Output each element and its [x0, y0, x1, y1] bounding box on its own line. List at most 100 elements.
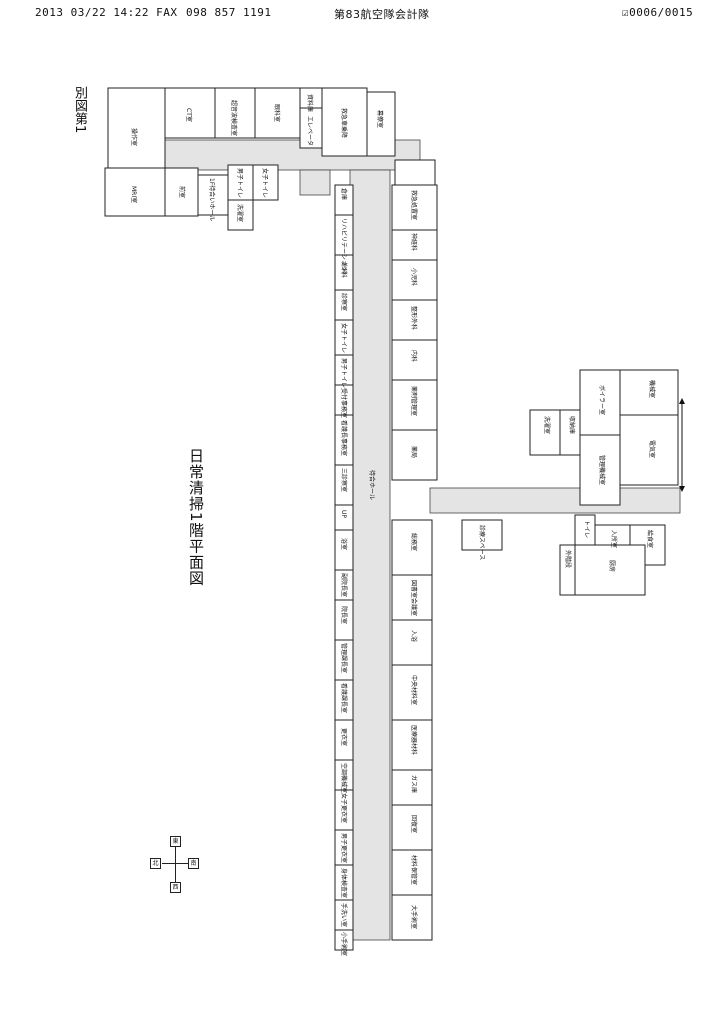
label-nyuhin: 入浴 — [410, 630, 418, 642]
label-kuuchou: 空調機械室 — [340, 763, 348, 793]
attachment-label: 別図第1 — [72, 86, 87, 134]
label-chuo-zairyo: 中央材料室 — [410, 675, 418, 705]
label-kankoshitsu: 幕僚室 — [376, 110, 384, 128]
room-kyukyu-machi — [321, 87, 368, 157]
label-yakuzai-kanri: 薬剤管理室 — [410, 386, 418, 416]
corridor-east — [429, 487, 681, 514]
compass-east: 東 — [170, 836, 181, 847]
label-otoko-koi: 男子更衣室 — [340, 833, 348, 863]
label-zenshitsu: 前室 — [178, 186, 186, 198]
label-tearai: 手洗い室 — [340, 903, 348, 927]
label-shujutsu-kanri: 材料保管室 — [410, 855, 418, 885]
fax-number: 098 857 1191 — [186, 6, 272, 19]
room-denki — [619, 414, 679, 486]
fax-page: ☑0006/0015 — [622, 6, 694, 19]
arrow-head-up — [679, 398, 685, 404]
label-kansetsu: 受付事務室 — [340, 388, 348, 418]
room-sosa — [107, 87, 166, 169]
label-kanri-jimu: 管理課長室 — [340, 643, 348, 673]
label-kyukyu-machi: 救急車乗降 — [340, 108, 348, 138]
label-up2: UP — [340, 510, 347, 518]
room-chubo — [574, 544, 646, 596]
room-sentaku — [227, 199, 254, 231]
room-tosho — [391, 574, 433, 621]
label-kohaiki: 機械室 — [648, 380, 656, 398]
label-machiai-hall-top: 1F待合いホール — [208, 178, 216, 221]
room-otoko-toilet-top — [227, 164, 254, 201]
room-senpuku — [529, 409, 561, 456]
room-machiai-hall-top — [197, 174, 229, 216]
label-toire-s: トイレ — [583, 520, 590, 538]
label-shintai: 身体検査室 — [340, 868, 348, 898]
compass: 東 北 南 西 — [150, 836, 200, 900]
label-kinkyu: 給食室 — [646, 530, 654, 548]
label-uketsuke: 総務室 — [410, 533, 418, 551]
room-ko-shujutsu — [334, 929, 354, 951]
room-shinkei — [391, 229, 438, 261]
label-kaifuku: 回復室 — [410, 815, 418, 833]
label-sentaku: 洗濯室 — [236, 204, 244, 222]
label-geka: 外科 — [340, 262, 348, 274]
room-kaifuku — [391, 804, 433, 851]
room-shujutsu-kanri — [391, 849, 433, 896]
label-kango-kacho: 看護課長室 — [340, 683, 348, 713]
label-kanri-kiki: 管理機械室 — [598, 455, 606, 485]
label-choonpa: 超音波検査室 — [230, 100, 238, 136]
label-ct: CT室 — [185, 108, 193, 122]
room-ct — [164, 87, 216, 139]
room-stairs-top — [394, 159, 436, 186]
label-onna-toilet: 女子トイレ — [340, 323, 348, 353]
label-senpuku: 洗濯室 — [543, 416, 551, 434]
label-yakkyoku: 薬局 — [410, 446, 418, 458]
corridor-link — [299, 169, 331, 196]
room-nyuhin — [391, 619, 433, 666]
corridor-main — [349, 169, 391, 941]
room-choonpa — [214, 87, 256, 139]
label-soko1: 倉庫 — [340, 188, 348, 200]
fax-datetime: 2013 03/22 14:22 FAX — [35, 6, 178, 19]
room-chuo-zairyo — [391, 664, 433, 721]
label-sosa: 操作室 — [130, 128, 138, 146]
label-shiryoko: 資料庫 — [306, 94, 314, 112]
fax-sender: 第83航空隊会計隊 — [334, 8, 430, 21]
label-denki: 電気室 — [648, 440, 656, 458]
label-kango-jimu: 看護長事務室 — [340, 420, 348, 456]
label-chubo: 厨房 — [608, 560, 616, 572]
compass-north: 北 — [150, 858, 161, 869]
label-gas: ガス庫 — [410, 775, 418, 793]
compass-west: 西 — [170, 882, 181, 893]
room-yakuzai-kanri — [391, 379, 438, 431]
label-koi1: 更衣室 — [340, 728, 348, 746]
label-onna-toilet-top: 女子トイレ — [261, 168, 269, 198]
label-dai-shujutsu: 大手術室 — [410, 905, 418, 929]
label-nyusho: 入所室 — [610, 530, 618, 548]
room-kanri-kiki — [579, 434, 621, 506]
label-sanshin: 三診察室 — [340, 468, 348, 492]
label-mri: MRI室 — [130, 186, 138, 203]
label-tosho: 図書室会議室 — [410, 580, 418, 616]
room-shinryo-sp — [461, 519, 503, 551]
compass-south: 南 — [188, 858, 199, 869]
label-otoko-toilet-top: 男子トイレ — [236, 168, 243, 198]
room-yakkyoku — [391, 429, 438, 481]
label-shinkei: 神経科 — [410, 233, 418, 251]
room-gaikaidan — [559, 544, 576, 596]
compass-vline — [175, 847, 176, 882]
label-shonika: 小児科 — [410, 268, 418, 286]
room-ganka — [254, 87, 301, 139]
room-zenshitsu — [164, 167, 199, 217]
room-kohaiki — [619, 369, 679, 416]
page-title: 日常清掃1階平面図 — [187, 448, 205, 587]
label-reha: リハビリテーション科 — [340, 218, 348, 278]
label-kyukyu-shochi: 救急処置室 — [410, 190, 418, 220]
room-keisei — [391, 299, 438, 341]
label-gaikaidan: 外階段 — [564, 550, 572, 568]
label-shuno: 収納庫 — [568, 416, 576, 434]
room-mri — [104, 167, 166, 217]
label-fukuin: 副院長室 — [340, 573, 348, 597]
label-naika: 内科 — [410, 350, 418, 362]
label-boiler: ボイラー室 — [598, 385, 606, 415]
label-ko-shujutsu: 小手術室 — [340, 932, 348, 956]
label-machiai-hall: 待合ホール — [368, 470, 376, 500]
